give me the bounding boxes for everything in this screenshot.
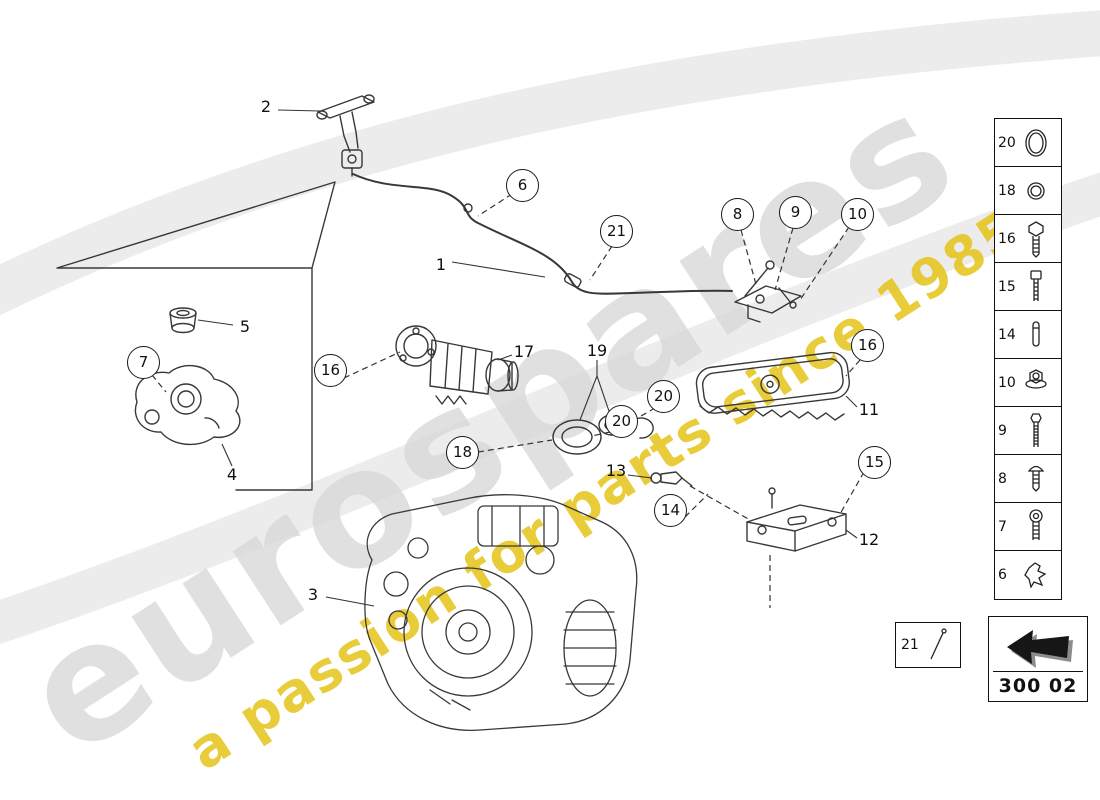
label-12[interactable]: 12 bbox=[858, 530, 880, 549]
split-pin-icon bbox=[930, 628, 947, 660]
callout-8[interactable]: 8 bbox=[721, 198, 754, 231]
callout-20-lower[interactable]: 20 bbox=[605, 405, 638, 438]
legend-number: 14 bbox=[998, 326, 1016, 343]
release-lever-drawing bbox=[316, 94, 375, 177]
legend-number: 6 bbox=[998, 567, 1007, 583]
parts-linework bbox=[56, 94, 850, 731]
legend-number: 16 bbox=[998, 230, 1016, 247]
bracket-drawing bbox=[746, 487, 847, 552]
callout-20-upper[interactable]: 20 bbox=[647, 380, 680, 413]
callout-7[interactable]: 7 bbox=[127, 346, 160, 379]
legend-item-7[interactable]: 7 bbox=[995, 503, 1061, 551]
diagram-code: 300 02 bbox=[993, 671, 1083, 697]
label-1[interactable]: 1 bbox=[435, 255, 447, 274]
legend-number: 15 bbox=[998, 278, 1016, 295]
callout-label: 7 bbox=[138, 353, 149, 371]
gearbox-drawing bbox=[364, 494, 638, 731]
legend-item-20[interactable]: 20 bbox=[995, 119, 1061, 167]
back-arrow-icon[interactable] bbox=[1001, 625, 1075, 671]
release-cable-drawing bbox=[352, 173, 733, 295]
hex-bolt-icon bbox=[1028, 220, 1044, 258]
watermark-brand: eurospares bbox=[0, 55, 988, 792]
lock-mechanism-drawing bbox=[734, 260, 802, 323]
callout-label: 14 bbox=[660, 501, 681, 519]
bushing-drawing bbox=[169, 307, 197, 334]
dowel-pin-icon bbox=[1032, 320, 1040, 347]
legend-item-6[interactable]: 6 bbox=[995, 551, 1061, 599]
guide-lines-drawing bbox=[56, 181, 336, 491]
retaining-clip-icon bbox=[1024, 562, 1047, 589]
callout-16-right[interactable]: 16 bbox=[851, 329, 884, 362]
legend-number: 10 bbox=[998, 374, 1016, 391]
callout-10[interactable]: 10 bbox=[841, 198, 874, 231]
watermark-swooshes bbox=[0, 10, 1100, 645]
sealing-ring-icon bbox=[1027, 181, 1045, 200]
legend-number: 18 bbox=[998, 182, 1016, 199]
shift-unit-drawing bbox=[395, 325, 519, 405]
label-13[interactable]: 13 bbox=[605, 461, 627, 480]
label-2[interactable]: 2 bbox=[260, 97, 272, 116]
o-ring-icon bbox=[1025, 128, 1047, 157]
callout-label: 16 bbox=[857, 336, 878, 354]
callout-16-left[interactable]: 16 bbox=[314, 354, 347, 387]
callout-6[interactable]: 6 bbox=[506, 169, 539, 202]
label-3[interactable]: 3 bbox=[307, 585, 319, 604]
legend-number: 20 bbox=[998, 134, 1016, 151]
callout-label: 6 bbox=[517, 176, 528, 194]
legend-item-21[interactable]: 21 bbox=[895, 622, 961, 668]
label-17[interactable]: 17 bbox=[513, 342, 535, 361]
long-hex-bolt-icon bbox=[1030, 412, 1042, 447]
leader-lines-solid bbox=[197, 109, 858, 607]
lever-bracket-drawing bbox=[134, 364, 241, 446]
legend-item-18[interactable]: 18 bbox=[995, 167, 1061, 215]
parts-legend: 20 18 16 15 14 bbox=[994, 118, 1062, 600]
callout-label: 8 bbox=[732, 205, 743, 223]
callout-label: 9 bbox=[790, 203, 801, 221]
callout-15[interactable]: 15 bbox=[858, 446, 891, 479]
pan-head-screw-icon bbox=[1027, 465, 1045, 492]
callout-label: 16 bbox=[320, 361, 341, 379]
legend-item-8[interactable]: 8 bbox=[995, 455, 1061, 503]
callout-label: 21 bbox=[606, 222, 627, 240]
callout-18[interactable]: 18 bbox=[446, 436, 479, 469]
legend-number: 21 bbox=[901, 637, 919, 653]
legend-item-15[interactable]: 15 bbox=[995, 263, 1061, 311]
legend-item-16[interactable]: 16 bbox=[995, 215, 1061, 263]
legend-number: 8 bbox=[998, 470, 1007, 487]
legend-number: 7 bbox=[998, 518, 1007, 535]
legend-item-14[interactable]: 14 bbox=[995, 311, 1061, 359]
cheese-head-bolt-icon bbox=[1030, 269, 1042, 301]
label-11[interactable]: 11 bbox=[858, 400, 880, 419]
callout-14[interactable]: 14 bbox=[654, 494, 687, 527]
legend-item-10[interactable]: 10 bbox=[995, 359, 1061, 407]
callout-21[interactable]: 21 bbox=[600, 215, 633, 248]
callout-label: 15 bbox=[864, 453, 885, 471]
legend-item-9[interactable]: 9 bbox=[995, 407, 1061, 455]
callout-label: 20 bbox=[611, 412, 632, 430]
callout-label: 18 bbox=[452, 443, 473, 461]
label-19[interactable]: 19 bbox=[586, 341, 608, 360]
diagram-code-box: 300 02 bbox=[988, 616, 1088, 702]
label-5[interactable]: 5 bbox=[239, 317, 251, 336]
cover-drawing bbox=[695, 351, 850, 421]
legend-number: 9 bbox=[998, 422, 1007, 439]
callout-9[interactable]: 9 bbox=[779, 196, 812, 229]
socket-head-screw-icon bbox=[1029, 508, 1043, 540]
flange-nut-icon bbox=[1025, 368, 1047, 389]
label-4[interactable]: 4 bbox=[226, 465, 238, 484]
callout-label: 20 bbox=[653, 387, 674, 405]
callout-label: 10 bbox=[847, 205, 868, 223]
